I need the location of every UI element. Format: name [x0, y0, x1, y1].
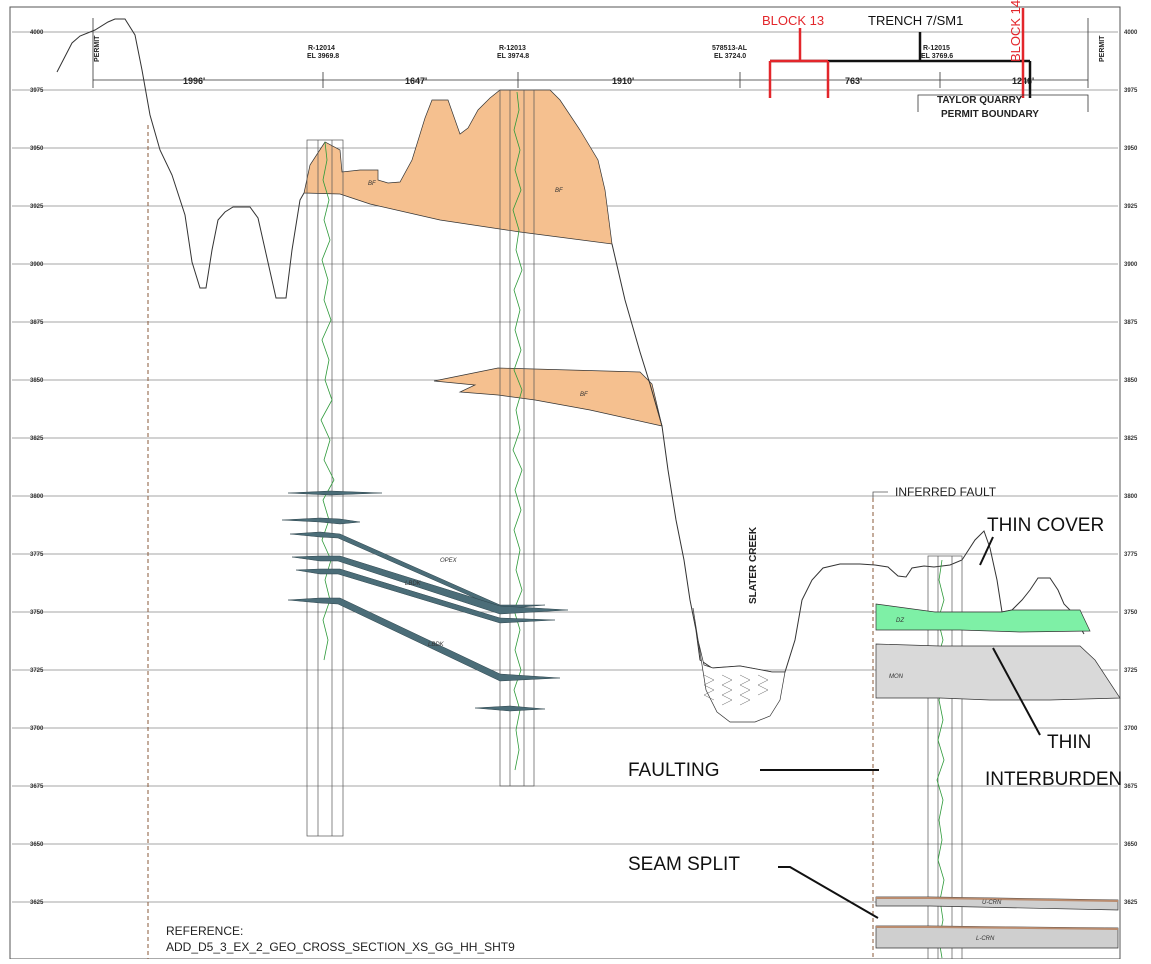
bf-label: BF	[555, 188, 563, 194]
thin-interburden-leader	[992, 647, 1041, 736]
seam-label: LBDK	[405, 581, 422, 587]
block13-marker	[768, 28, 830, 98]
elev-right-label: 3775	[1124, 552, 1138, 558]
thin-cover-leader	[979, 536, 994, 566]
slater-creek-alluvium	[692, 607, 786, 723]
elev-right-label: 3700	[1124, 726, 1138, 732]
well-bore-r12014	[306, 139, 344, 837]
well-id-label: R-12015	[923, 45, 950, 52]
well-id-label: 578513-AL	[712, 45, 748, 52]
well-id-label: R-12013	[499, 45, 526, 52]
well-elev-label: EL 3724.0	[714, 53, 746, 60]
inferred-fault-leader	[872, 491, 888, 498]
seam-split-label: SEAM SPLIT	[628, 854, 740, 875]
elev-right-label: 3975	[1124, 88, 1138, 94]
ucrn-label: U-CRN	[982, 900, 1002, 906]
taylor-bracket	[917, 94, 1089, 112]
dz-layer	[875, 603, 1091, 633]
elev-left-label: 3650	[30, 842, 44, 848]
elev-left-label: 3775	[30, 552, 44, 558]
taylor-label-line2: PERMIT BOUNDARY	[941, 109, 1039, 120]
well-bore-r12013	[499, 89, 535, 787]
bf-layer-upper	[303, 89, 613, 245]
distance-label: 1910'	[612, 76, 634, 86]
well-log-r12013	[512, 91, 523, 771]
elev-right-label: 4000	[1124, 30, 1138, 36]
mon-layer	[875, 643, 1121, 701]
elev-left-label: 3875	[30, 320, 44, 326]
elev-right-label: 3675	[1124, 784, 1138, 790]
elev-left-label: 3625	[30, 900, 44, 906]
thin-cover-label: THIN COVER	[987, 515, 1104, 536]
elev-left-label: 3750	[30, 610, 44, 616]
seam-split-leader	[778, 866, 879, 919]
elev-left-label: 3675	[30, 784, 44, 790]
inferred-fault-label: INFERRED FAULT	[895, 485, 997, 499]
ucrn-brown-top	[876, 897, 1118, 902]
elev-right-label: 3650	[1124, 842, 1138, 848]
coal-seams	[281, 490, 569, 712]
permit-left-label: PERMIT	[94, 35, 101, 62]
elev-left-label: 3975	[30, 88, 44, 94]
dimension-line	[93, 72, 1088, 88]
distance-label: 1647'	[405, 76, 427, 86]
elev-left-label: 3700	[30, 726, 44, 732]
elev-right-label: 3625	[1124, 900, 1138, 906]
thin-interburden-label-1: THIN	[1047, 732, 1091, 753]
faulting-label: FAULTING	[628, 760, 720, 781]
elev-left-label: 3850	[30, 378, 44, 384]
elev-left-label: 3925	[30, 204, 44, 210]
slater-creek-label: SLATER CREEK	[748, 526, 759, 604]
elev-right-label: 3850	[1124, 378, 1138, 384]
lcrn-label: L-CRN	[976, 936, 995, 942]
elev-right-label: 3925	[1124, 204, 1138, 210]
bf-layer-middle	[433, 367, 663, 427]
elev-right-label: 3950	[1124, 146, 1138, 152]
elevation-labels-left: 4000 3975 3950 3925 3900 3875 3850 3825 …	[30, 30, 44, 906]
elev-left-label: 3725	[30, 668, 44, 674]
trench-label: TRENCH 7/SM1	[868, 13, 963, 28]
ground-surface-profile	[56, 18, 305, 299]
reference-label: REFERENCE:	[166, 924, 243, 938]
taylor-label-line1: TAYLOR QUARRY	[937, 95, 1023, 106]
well-id-label: R-12014	[308, 45, 335, 52]
block13-label: BLOCK 13	[762, 13, 824, 28]
trench-marker	[770, 32, 1032, 98]
well-elev-label: EL 3974.8	[497, 53, 529, 60]
thin-interburden-label-2: INTERBURDEN	[985, 769, 1122, 790]
elev-right-label: 3800	[1124, 494, 1138, 500]
elev-left-label: 4000	[30, 30, 44, 36]
elevation-labels-right: 4000 3975 3950 3925 3900 3875 3850 3825 …	[1124, 30, 1138, 906]
elev-right-label: 3725	[1124, 668, 1138, 674]
seam-label: OPEX	[440, 558, 458, 564]
ground-surface-profile-east	[611, 243, 1085, 673]
elev-right-label: 3750	[1124, 610, 1138, 616]
alluvium-hatch	[703, 674, 769, 706]
elev-left-label: 3825	[30, 436, 44, 442]
well-elev-label: EL 3769.6	[921, 53, 953, 60]
distance-label: 1996'	[183, 76, 205, 86]
elevation-grid	[12, 31, 1118, 903]
elev-right-label: 3825	[1124, 436, 1138, 442]
mon-label: MON	[889, 674, 904, 680]
well-elev-label: EL 3969.8	[307, 53, 339, 60]
bf-label: BF	[368, 181, 376, 187]
seam-label: LBDK	[428, 642, 445, 648]
elev-left-label: 3800	[30, 494, 44, 500]
elev-left-label: 3900	[30, 262, 44, 268]
dz-label: DZ	[896, 618, 904, 624]
elev-right-label: 3875	[1124, 320, 1138, 326]
elev-right-label: 3900	[1124, 262, 1138, 268]
bf-label: BF	[580, 392, 588, 398]
reference-value: ADD_D5_3_EX_2_GEO_CROSS_SECTION_XS_GG_HH…	[166, 940, 515, 954]
elev-left-label: 3950	[30, 146, 44, 152]
block14-label: BLOCK 14	[1008, 0, 1023, 62]
lcrn-brown-top	[876, 926, 1118, 930]
distance-label: 763'	[845, 76, 862, 86]
permit-right-label: PERMIT	[1099, 35, 1106, 62]
